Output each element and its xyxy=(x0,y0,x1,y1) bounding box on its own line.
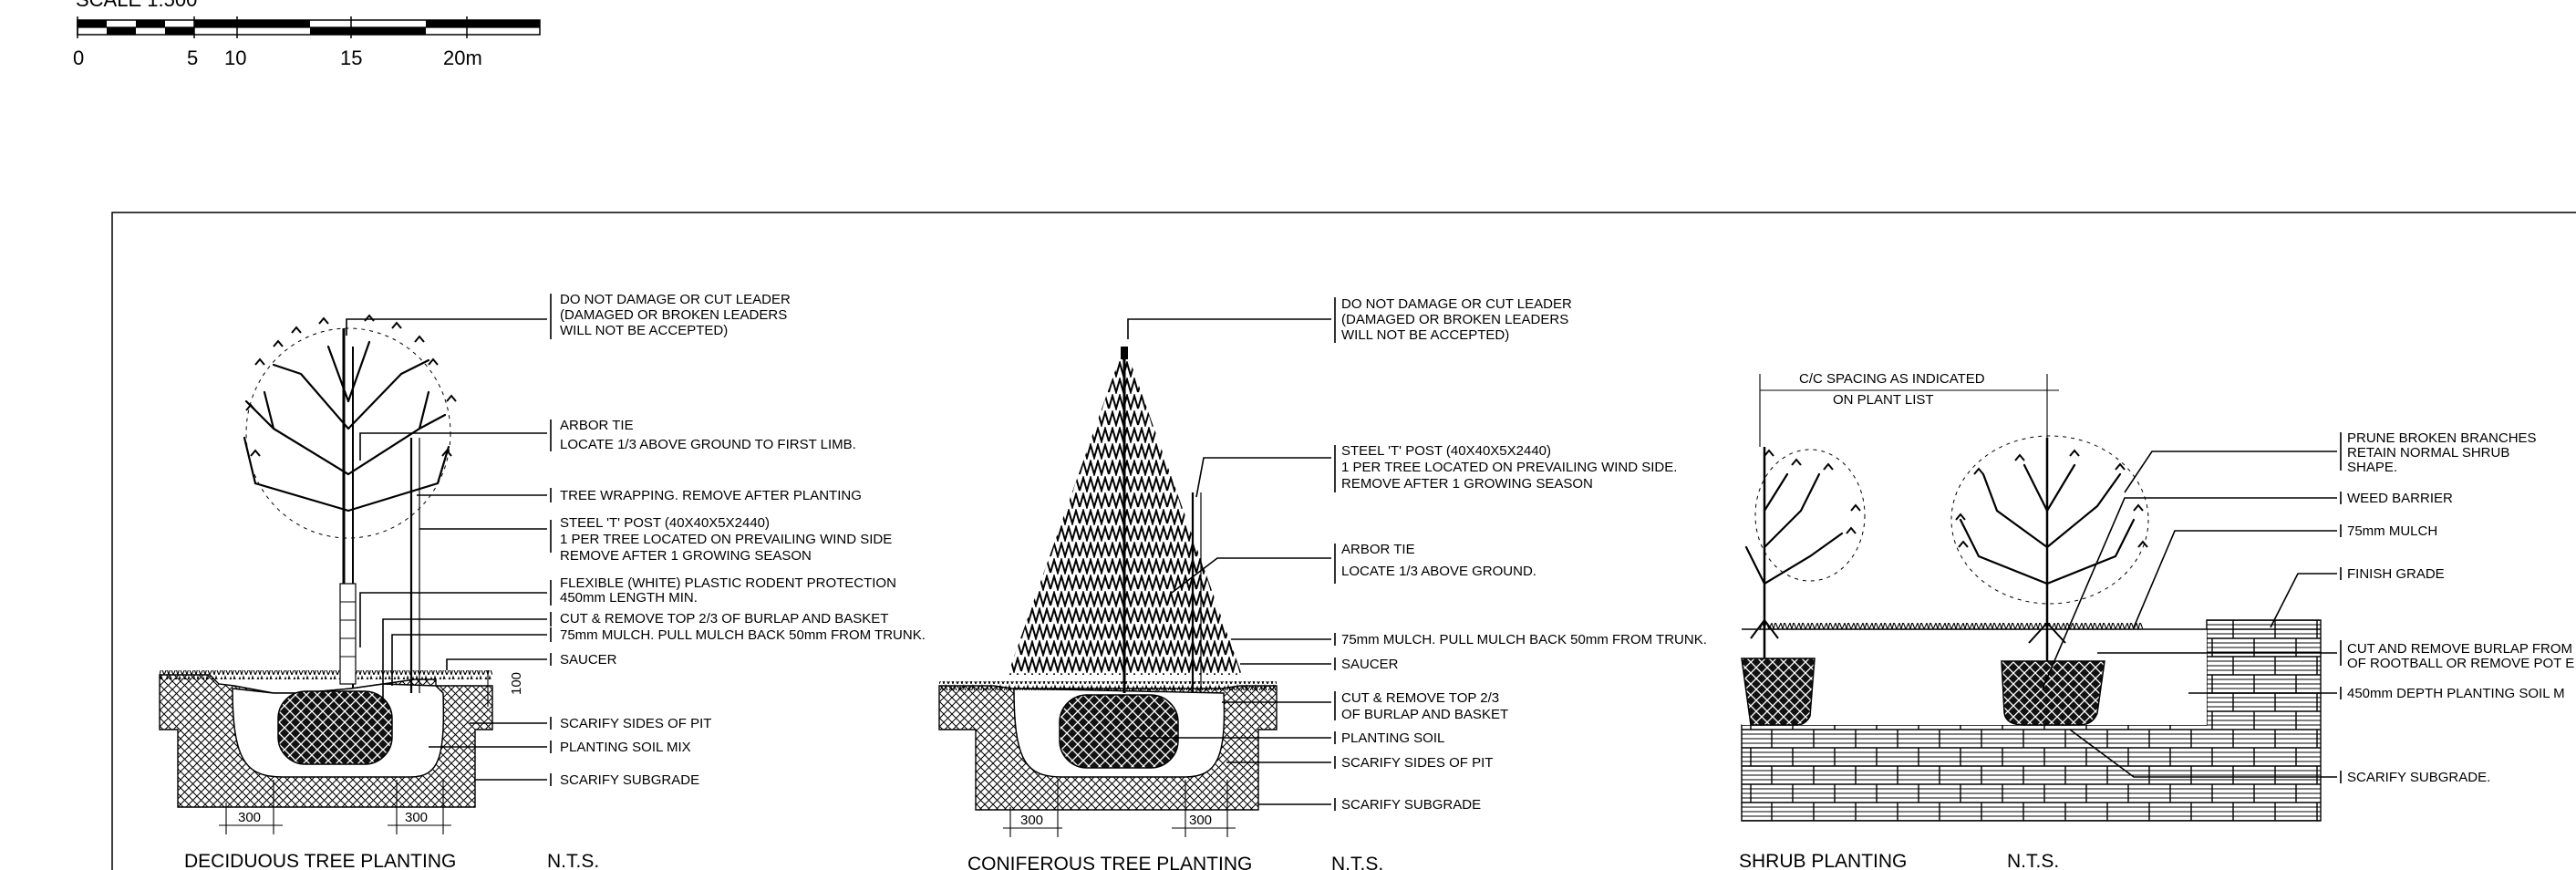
label-prune-3: SHAPE. xyxy=(2347,460,2397,475)
label-scarify-subgrade: SCARIFY SUBGRADE. xyxy=(2347,770,2490,785)
coniferous-title: CONIFEROUS TREE PLANTING xyxy=(967,854,1252,870)
label-leader-2: (DAMAGED OR BROKEN LEADERS xyxy=(1341,312,1568,327)
label-arbor-1: ARBOR TIE xyxy=(1341,542,1415,557)
rootball xyxy=(1059,694,1179,769)
sheet-border xyxy=(111,212,2576,870)
label-burlap-1: CUT AND REMOVE BURLAP FROM xyxy=(2347,641,2572,657)
label-prune-1: PRUNE BROKEN BRANCHES xyxy=(2347,430,2537,446)
label-post-3: REMOVE AFTER 1 GROWING SEASON xyxy=(1341,476,1593,492)
scale-tick-20m: 20m xyxy=(443,47,482,69)
label-mulch: 75mm MULCH. PULL MULCH BACK 50mm FROM TR… xyxy=(560,627,926,643)
label-mulch: 75mm MULCH xyxy=(2347,523,2437,539)
shrub-nts: N.T.S. xyxy=(2007,851,2059,870)
label-scarify-subgrade: SCARIFY SUBGRADE xyxy=(560,772,699,788)
label-leader-2: (DAMAGED OR BROKEN LEADERS xyxy=(560,307,787,323)
label-rodent-2: 450mm LENGTH MIN. xyxy=(560,590,698,606)
scale-tick-10: 10 xyxy=(224,47,246,69)
label-burlap: CUT & REMOVE TOP 2/3 OF BURLAP AND BASKE… xyxy=(560,611,888,627)
label-arbor-2: LOCATE 1/3 ABOVE GROUND TO FIRST LIMB. xyxy=(560,437,856,452)
label-burlap-2: OF BURLAP AND BASKET xyxy=(1341,707,1508,722)
deciduous-title: DECIDUOUS TREE PLANTING xyxy=(184,851,456,870)
shrub-title: SHRUB PLANTING xyxy=(1739,851,1907,870)
label-rodent-1: FLEXIBLE (WHITE) PLASTIC RODENT PROTECTI… xyxy=(560,575,896,591)
scale-tick-5: 5 xyxy=(187,47,198,69)
label-leader-1: DO NOT DAMAGE OR CUT LEADER xyxy=(560,292,791,307)
label-leader-3: WILL NOT BE ACCEPTED) xyxy=(1341,327,1509,343)
label-arbor-2: LOCATE 1/3 ABOVE GROUND. xyxy=(1341,564,1536,579)
label-scarify-sides: SCARIFY SIDES OF PIT xyxy=(560,716,711,731)
scale-bar: SCALE 1:500 0 5 10 15 20m xyxy=(73,0,541,69)
label-prune-2: RETAIN NORMAL SHRUB xyxy=(2347,445,2509,461)
label-burlap-1: CUT & REMOVE TOP 2/3 xyxy=(1341,690,1499,706)
label-arbor-1: ARBOR TIE xyxy=(560,418,634,433)
label-planting-soil: 450mm DEPTH PLANTING SOIL M xyxy=(2347,686,2565,701)
coniferous-nts: N.T.S. xyxy=(1331,854,1383,870)
rootball-right xyxy=(2001,660,2105,726)
label-finish-grade: FINISH GRADE xyxy=(2347,566,2445,582)
label-soil-mix: PLANTING SOIL MIX xyxy=(560,740,691,755)
scale-title: SCALE 1:500 xyxy=(76,0,197,11)
label-saucer: SAUCER xyxy=(1341,657,1399,672)
mulch xyxy=(1760,623,2143,630)
label-post-3: REMOVE AFTER 1 GROWING SEASON xyxy=(560,548,812,564)
dim-300-right: 300 xyxy=(405,810,428,825)
dim-300-left: 300 xyxy=(238,810,261,825)
deciduous-tree-detail: 300 300 100 DECIDUOUS TREE PLANTING N.T.… xyxy=(159,292,926,870)
label-weed-barrier: WEED BARRIER xyxy=(2347,491,2453,506)
dim-100: 100 xyxy=(509,672,524,695)
coniferous-tree-detail: 300 300 CONIFEROUS TREE PLANTING N.T.S. … xyxy=(938,296,1707,870)
label-saucer: SAUCER xyxy=(560,652,617,668)
deciduous-canopy xyxy=(243,314,457,539)
label-scarify-sides: SCARIFY SIDES OF PIT xyxy=(1341,755,1493,771)
rootball xyxy=(277,690,393,765)
label-mulch: 75mm MULCH. PULL MULCH BACK 50mm FROM TR… xyxy=(1341,632,1707,647)
label-post-2: 1 PER TREE LOCATED ON PREVAILING WIND SI… xyxy=(560,532,892,547)
label-post-1: STEEL 'T' POST (40X40X5X2440) xyxy=(1341,443,1551,459)
rootball-left xyxy=(1741,658,1816,726)
shrub-detail: C/C SPACING AS INDICATED ON PLANT LIST S… xyxy=(1739,371,2574,870)
label-burlap-2: OF ROOTBALL OR REMOVE POT E xyxy=(2347,656,2574,671)
rodent-guard xyxy=(339,583,357,685)
label-post-1: STEEL 'T' POST (40X40X5X2440) xyxy=(560,515,770,531)
dim-300-left: 300 xyxy=(1020,813,1043,828)
spacing-line-1: C/C SPACING AS INDICATED xyxy=(1799,371,1985,387)
label-wrap: TREE WRAPPING. REMOVE AFTER PLANTING xyxy=(560,488,862,503)
shrub-right-canopy xyxy=(1950,435,2149,605)
label-leader-1: DO NOT DAMAGE OR CUT LEADER xyxy=(1341,296,1572,312)
label-post-2: 1 PER TREE LOCATED ON PREVAILING WIND SI… xyxy=(1341,460,1677,475)
label-leader-3: WILL NOT BE ACCEPTED) xyxy=(560,323,728,338)
label-scarify-subgrade: SCARIFY SUBGRADE xyxy=(1341,797,1481,813)
scale-tick-0: 0 xyxy=(73,47,84,69)
label-planting-soil: PLANTING SOIL xyxy=(1341,730,1444,746)
conifer-canopy xyxy=(1008,345,1242,675)
spacing-line-2: ON PLANT LIST xyxy=(1833,392,1934,408)
shrub-left-canopy xyxy=(1744,449,1866,585)
grass xyxy=(160,670,492,679)
deciduous-nts: N.T.S. xyxy=(547,851,599,870)
dim-300-right: 300 xyxy=(1189,813,1212,828)
grass xyxy=(939,681,1277,690)
scale-tick-15: 15 xyxy=(340,47,362,69)
